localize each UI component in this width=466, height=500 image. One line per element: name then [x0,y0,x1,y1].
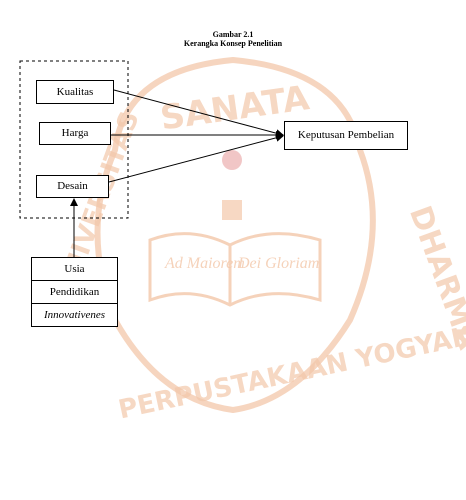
watermark-cross-icon [222,200,242,220]
moderator-variables-stack: Usia Pendidikan Innovativenes [31,257,118,327]
arrow-kualitas-to-keputusan [113,89,284,138]
variable-box-keputusan-pembelian: Keputusan Pembelian [284,121,408,150]
watermark-flame-icon [222,150,242,170]
moderator-innovativenes: Innovativenes [43,309,106,321]
variable-box-desain: Desain [36,175,109,198]
figure-title: Kerangka Konsep Penelitian [183,39,283,48]
watermark-book-right: Dei Gloriam [237,255,319,272]
variable-box-kualitas: Kualitas [36,80,114,104]
figure-number: Gambar 2.1 [212,30,254,39]
variable-box-harga: Harga [39,122,111,145]
moderator-usia: Usia [32,258,117,281]
watermark-book-left: Ad Maiorem [164,255,245,272]
moderator-pendidikan: Pendidikan [32,281,117,304]
arrow-desain-to-keputusan [108,133,284,183]
